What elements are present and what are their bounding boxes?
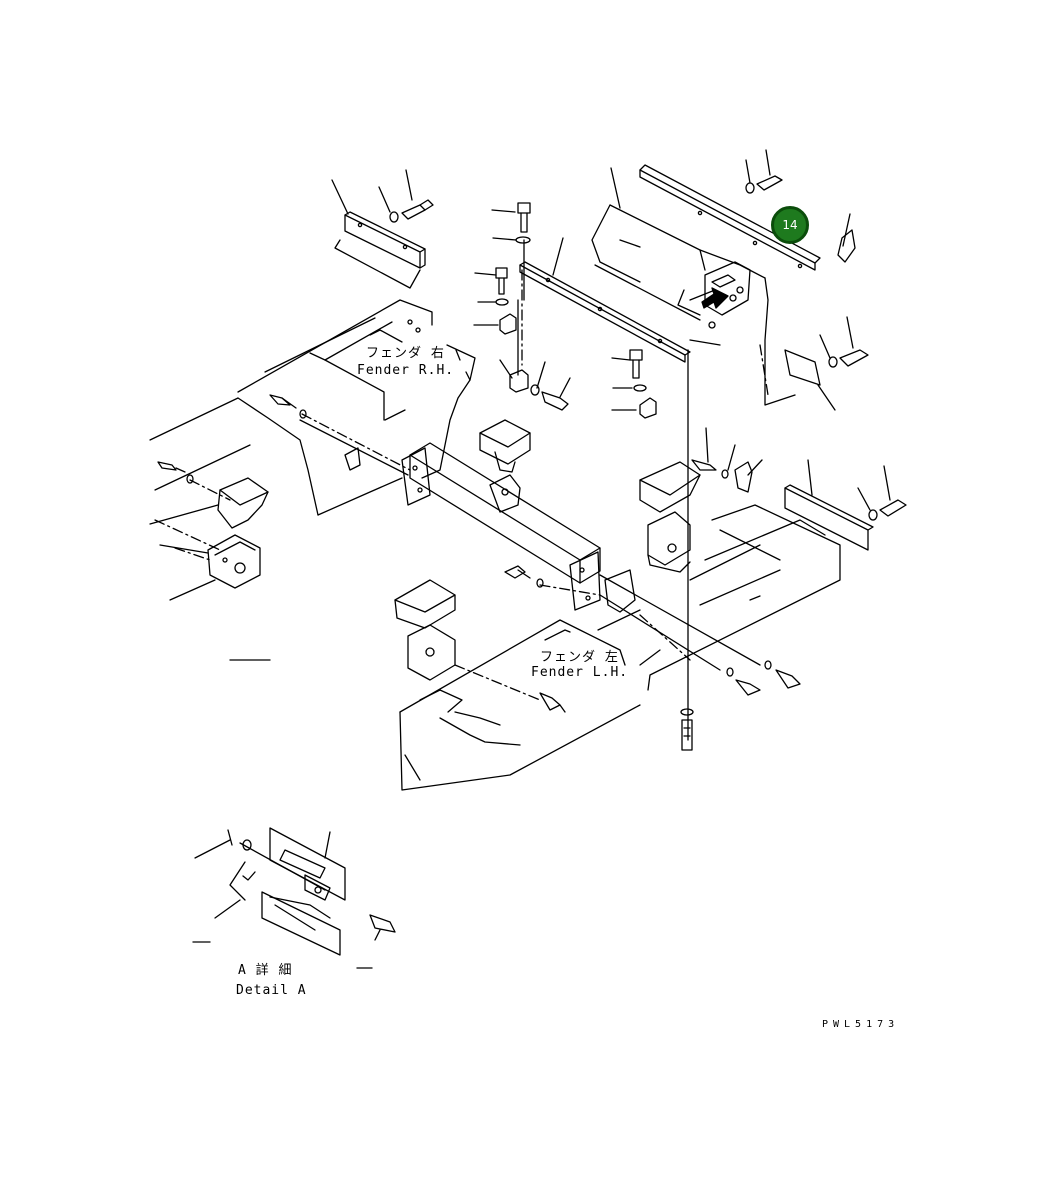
- detail-a-drawing: [192, 827, 396, 969]
- center-flat-bar: [519, 237, 691, 363]
- fender-lh-body: [394, 565, 801, 791]
- center-top-hardware: [473, 202, 571, 411]
- part-callout-badge[interactable]: 14: [771, 206, 809, 244]
- detail-a-label-jp: A 詳 細: [238, 963, 293, 978]
- right-frame: [639, 427, 907, 691]
- left-mounts: [149, 394, 531, 661]
- drawing-number: PWL5173: [822, 1019, 900, 1030]
- fender-rh-label-jp: フェンダ 右: [366, 346, 445, 361]
- cross-beam: [299, 419, 761, 671]
- fender-rh-body: [149, 299, 476, 516]
- fender-lh-label-jp: フェンダ 左: [540, 650, 619, 665]
- detail-a-label-en: Detail A: [236, 983, 307, 998]
- dash-lines: [154, 269, 769, 701]
- center-right-hardware: [611, 349, 689, 741]
- rh-bracket-plate: [331, 169, 434, 289]
- part-callout-number: 14: [782, 218, 798, 232]
- fender-lh-label-en: Fender L.H.: [531, 665, 629, 680]
- arrow-icon: [701, 287, 729, 309]
- rear-fender-panel: [591, 149, 869, 411]
- fender-rh-label-en: Fender R.H.: [357, 363, 455, 378]
